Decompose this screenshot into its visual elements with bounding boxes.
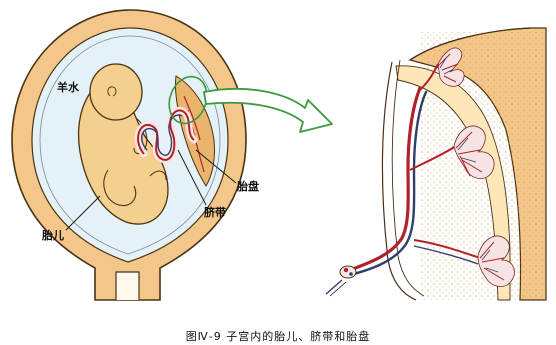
- uterus-group: [12, 10, 246, 300]
- label-fetus: 胎儿: [42, 230, 64, 241]
- detail-chorion: [382, 62, 416, 300]
- figure-caption: 图Ⅳ-9 子宫内的胎儿、脐带和胎盘: [0, 328, 556, 344]
- detail-cord-end: [326, 266, 356, 296]
- detail-vein-trunk: [346, 92, 426, 276]
- label-umbilical-cord: 脐带: [204, 207, 226, 218]
- placenta-detail: [326, 28, 546, 300]
- label-placenta: 胎盘: [237, 181, 259, 192]
- detail-artery-trunk: [350, 88, 420, 270]
- label-amniotic-fluid: 羊水: [57, 82, 79, 93]
- cervical-canal: [116, 272, 139, 300]
